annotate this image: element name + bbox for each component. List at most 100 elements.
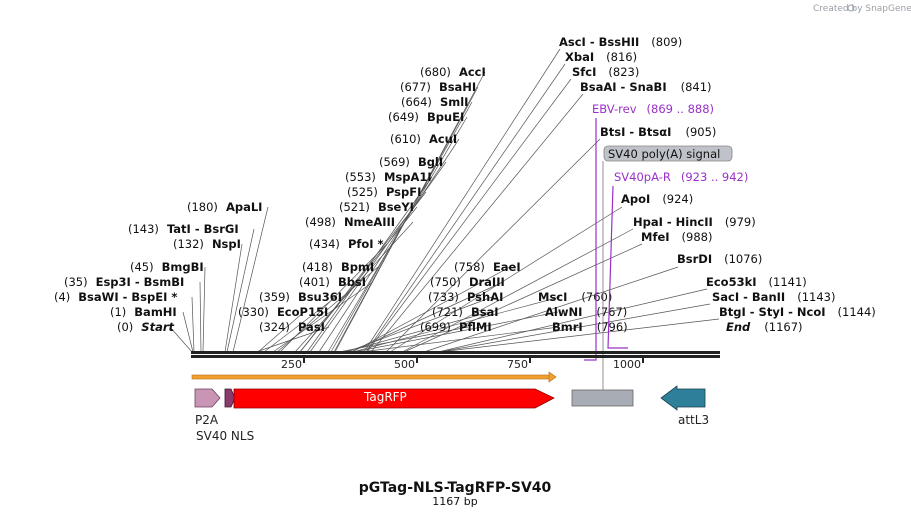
orf-arrow[interactable]: [191, 371, 557, 383]
site-name: ApoI: [621, 192, 650, 206]
site-name: BtsI - BtsαI: [600, 125, 671, 139]
site-nmeaiii[interactable]: (498)NmeAIII: [305, 215, 395, 229]
site-name: BseYI: [378, 200, 414, 214]
site-name: PfoI *: [348, 237, 384, 251]
site-bsahi[interactable]: (677)BsaHI: [400, 80, 476, 94]
site-bsawi-bspei[interactable]: (4)BsaWI - BspEI *: [54, 290, 177, 304]
feature-sv40-nls[interactable]: SV40 NLS: [196, 388, 254, 443]
site-pos: (823): [608, 65, 639, 79]
svg-text:(521)BseYI: (521) BseYI: [339, 200, 414, 214]
site-mspa1i[interactable]: (553)MspA1I: [345, 170, 432, 184]
site-pspfi[interactable]: (525)PspFI: [347, 185, 421, 199]
svg-text:SacI - BanII(1143): SacI - BanII(1143): [712, 290, 835, 304]
svg-text:End(1167): End(1167): [726, 320, 803, 334]
site-bbsi[interactable]: (401) BbsI: [299, 275, 366, 289]
site-apali[interactable]: (180)ApaLI: [187, 200, 262, 214]
feature-tagrfp[interactable]: TagRFP: [233, 388, 555, 409]
site-eaei[interactable]: (758)EaeI: [454, 260, 521, 274]
ruler-tick-label: 500: [394, 358, 415, 371]
site-apoi[interactable]: ApoI(924): [621, 192, 693, 206]
site-bsaai-snabi[interactable]: BsaAI - SnaBI(841): [580, 80, 712, 94]
orf-arrow-head: [548, 371, 557, 383]
feature-sv40-nls-arrow: [224, 388, 236, 408]
site-draiii[interactable]: (750)DraIII: [430, 275, 505, 289]
svg-text:SfcI(823): SfcI (823): [572, 65, 639, 79]
svg-text:(4)BsaWI - BspEI *: (4)BsaWI - BspEI *: [54, 290, 177, 304]
ruler-tick-label: 750: [507, 358, 528, 371]
site-pos: (434): [309, 237, 340, 251]
feature-p2a-label: P2A: [195, 413, 219, 427]
site-bseyi[interactable]: (521) BseYI: [339, 200, 414, 214]
svg-text:Eco53kI(1141): Eco53kI(1141): [706, 275, 807, 289]
site-btgi-styi-ncoi[interactable]: BtgI - StyI - NcoI(1144): [719, 305, 876, 319]
site-bmri[interactable]: BmrI(796): [552, 320, 628, 334]
site-tati-bsrgi[interactable]: (143)TatI - BsrGI: [128, 222, 239, 236]
site-mfei[interactable]: MfeI(988): [641, 230, 712, 244]
site-name: BsrDI: [677, 252, 712, 266]
site-bamhi[interactable]: (1)BamHI: [110, 305, 177, 319]
feature-p2a[interactable]: P2A: [194, 388, 221, 427]
site-pos: (816): [606, 50, 637, 64]
site-end[interactable]: End(1167): [726, 320, 803, 334]
site-esp3i-bsmbi[interactable]: (35)Esp3I - BsmBI: [64, 275, 184, 289]
site-bmgbi[interactable]: (45)BmgBI: [130, 260, 204, 274]
site-name: Eco53kI: [706, 275, 757, 289]
site-name: BsaI: [471, 305, 499, 319]
svg-text:(359)Bsu36I: (359)Bsu36I: [259, 290, 342, 304]
site-pos: (521): [339, 200, 370, 214]
ruler-tick-mark: [303, 357, 305, 363]
site-pasi[interactable]: (324)PasI: [259, 320, 325, 334]
site-pshai[interactable]: (733)PshAI: [428, 290, 503, 304]
ruler-tick-mark: [529, 357, 531, 363]
site-xbai[interactable]: XbaI(816): [565, 50, 637, 64]
ruler: 250 500 750 1000: [281, 357, 644, 371]
site-hpai-hincii[interactable]: HpaI - HincII(979): [633, 215, 756, 229]
site-asci-bsshii[interactable]: AscI - BssHII(809): [559, 35, 682, 49]
snapgene-logo-icon: [847, 4, 855, 12]
plasmid-title: pGTag-NLS-TagRFP-SV40: [359, 480, 552, 496]
site-smli[interactable]: (664)SmlI: [401, 95, 468, 109]
feature-sv40-nls-label: SV40 NLS: [196, 429, 254, 443]
feature-attl3[interactable]: attL3: [660, 385, 709, 427]
sv40-polya-label[interactable]: SV40 poly(A) signal: [602, 145, 733, 392]
site-name: MscI: [538, 290, 567, 304]
svg-text:(699)PflMI: (699)PflMI: [420, 320, 492, 334]
site-pos: (4): [54, 290, 70, 304]
svg-text:(324)PasI: (324)PasI: [259, 320, 325, 334]
site-pfoi[interactable]: (434) PfoI *: [309, 237, 384, 251]
site-nspi[interactable]: (132)NspI: [173, 237, 241, 251]
site-ecop15i[interactable]: (330)EcoP15I: [238, 305, 328, 319]
site-bpuei[interactable]: (649)BpuEI: [388, 110, 464, 124]
svg-text:ApoI(924): ApoI(924): [621, 192, 693, 206]
site-bsai[interactable]: (721)BsaI: [432, 305, 499, 319]
feature-sv40-polya[interactable]: [571, 389, 634, 407]
svg-text:SV40pA-R(923 .. 942): SV40pA-R(923 .. 942): [614, 170, 748, 184]
site-bpmi[interactable]: (418)BpmI: [302, 260, 374, 274]
site-name: BbsI: [338, 275, 366, 289]
site-sfci[interactable]: SfcI (823): [572, 65, 639, 79]
primer-name: SV40pA-R: [614, 170, 671, 184]
site-pflmi[interactable]: (699)PflMI: [420, 320, 492, 334]
site-start[interactable]: (0)Start: [117, 320, 175, 334]
site-bsrdi[interactable]: BsrDI(1076): [677, 252, 762, 266]
site-saci-banii[interactable]: SacI - BanII(1143): [712, 290, 835, 304]
site-msci[interactable]: MscI(760): [538, 290, 612, 304]
site-bgli[interactable]: (569)BglI: [379, 155, 443, 169]
primer-sv40pa-r[interactable]: SV40pA-R(923 .. 942): [607, 170, 748, 349]
primer-ebv-rev[interactable]: EBV-rev(869 .. 888): [584, 102, 714, 361]
site-pos: (401): [299, 275, 330, 289]
site-acci[interactable]: (680)AccI: [420, 65, 486, 79]
svg-text:(750)DraIII: (750)DraIII: [430, 275, 505, 289]
site-btsi-btsai[interactable]: BtsI - BtsαI (905): [600, 125, 716, 139]
site-name: SfcI: [572, 65, 596, 79]
site-bsu36i[interactable]: (359)Bsu36I: [259, 290, 342, 304]
site-pos: (905): [685, 125, 716, 139]
svg-text:(418)BpmI: (418)BpmI: [302, 260, 374, 274]
site-pos: (1143): [797, 290, 835, 304]
svg-text:(680)AccI: (680)AccI: [420, 65, 486, 79]
svg-text:MscI(760): MscI(760): [538, 290, 612, 304]
site-eco53ki[interactable]: Eco53kI(1141): [706, 275, 807, 289]
site-acui[interactable]: (610)AcuI: [390, 132, 457, 146]
site-alwni[interactable]: AlwNI(767): [545, 305, 627, 319]
orf-arrow-body: [191, 374, 551, 380]
